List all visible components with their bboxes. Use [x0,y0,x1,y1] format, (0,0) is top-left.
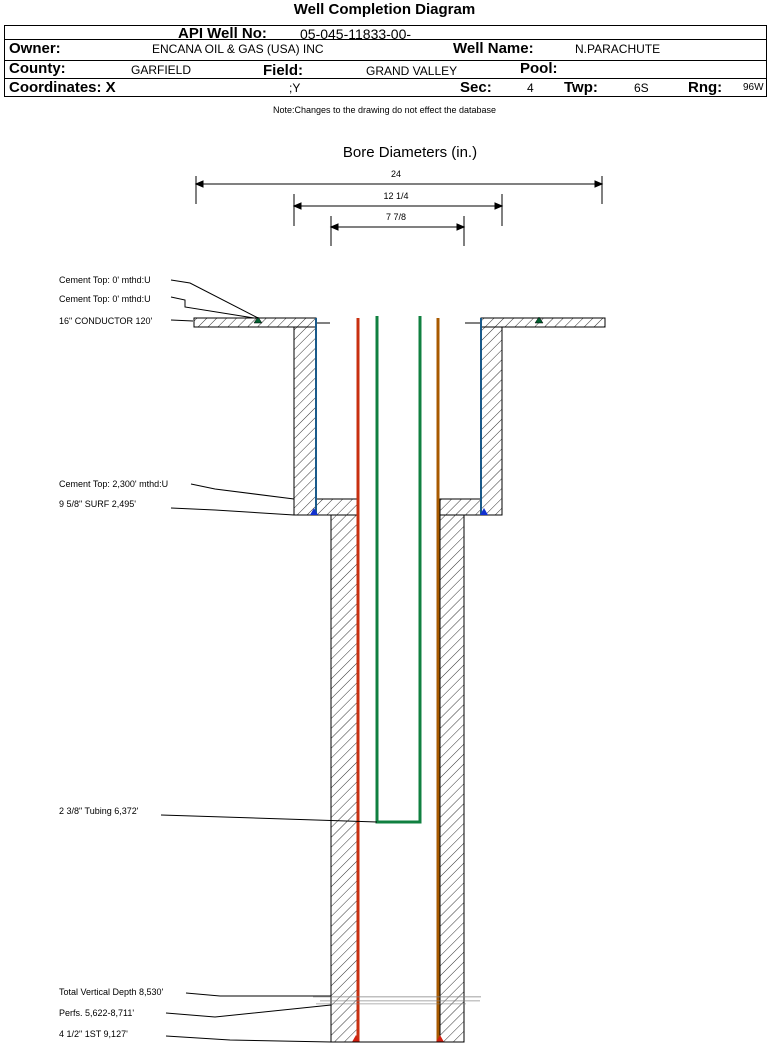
surface-casing [315,318,482,515]
label-perfs: Perfs. 5,622-8,711' [59,1008,134,1018]
county-value: GARFIELD [131,63,192,77]
label-cement-top-2: Cement Top: 0' mthd:U [59,294,151,304]
coordinates-label: Coordinates: X [9,79,116,96]
twp-label: Twp: [564,79,598,96]
api-well-value: 05-045-11833-00- [300,26,412,42]
bore-title: Bore Diameters (in.) [343,144,477,161]
api-well-label: API Well No: [178,25,267,42]
field-label: Field: [263,62,303,79]
county-label: County: [9,60,66,77]
sec-value: 4 [527,81,534,95]
rng-value: 96W [743,82,764,93]
bore-dimension-24 [194,176,604,204]
bore-dim-12-label: 12 1/4 [383,191,408,201]
database-note: Note:Changes to the drawing do not effec… [273,105,496,115]
pool-label: Pool: [520,60,558,77]
owner-value: ENCANA OIL & GAS (USA) INC [152,42,324,56]
label-production-casing: 4 1/2" 1ST 9,127' [59,1029,128,1039]
perforation-zone [313,996,481,1005]
label-cement-top-3: Cement Top: 2,300' mthd:U [59,479,168,489]
prod-shoe-marker-right [436,1035,444,1042]
twp-value: 6S [634,81,649,95]
field-value: GRAND VALLEY [366,64,458,78]
label-surf-casing: 9 5/8" SURF 2,495' [59,499,136,509]
label-tvd: Total Vertical Depth 8,530' [59,987,164,997]
bore-dimension-7-7-8 [329,216,466,246]
cement-sheath [193,317,606,1043]
rng-label: Rng: [688,79,723,96]
header-divider [5,78,766,79]
coordinates-value: ;Y [289,81,301,95]
surf-shoe-marker-right [480,508,488,515]
bore-dim-7-label: 7 7/8 [386,212,406,222]
surf-shoe-marker-left [310,508,318,515]
label-tubing: 2 3/8" Tubing 6,372' [59,806,139,816]
well-name-value: N.PARACHUTE [575,42,661,56]
leader-lines [160,279,378,1043]
bore-dimension-12-1-4 [292,194,504,226]
prod-shoe-marker-left [352,1035,360,1042]
diagram-title: Well Completion Diagram [293,1,476,18]
bore-dim-24-label: 24 [391,169,401,179]
sec-label: Sec: [460,79,492,96]
header-divider [5,39,766,40]
well-name-label: Well Name: [453,40,534,57]
tubing-string [375,316,422,824]
label-conductor: 16" CONDUCTOR 120' [59,316,153,326]
cement-top-marker-left [253,316,263,324]
header-divider [5,60,766,61]
well-header-table [4,25,767,97]
cement-top-marker-right [534,316,544,324]
label-cement-top-1: Cement Top: 0' mthd:U [59,275,151,285]
owner-label: Owner: [9,40,61,57]
